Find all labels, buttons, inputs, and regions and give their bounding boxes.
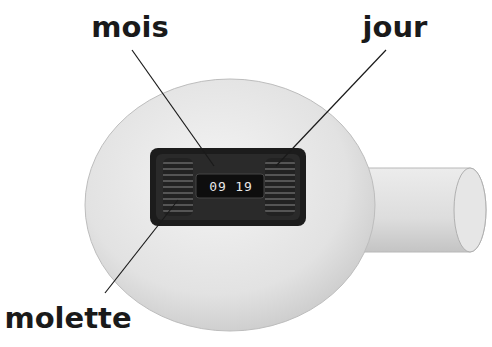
display-digits: 09 — [209, 179, 227, 194]
display-digits: 19 — [235, 179, 253, 194]
part-name: molette — [4, 301, 131, 335]
part-name: jour — [363, 10, 428, 44]
part-name: mois — [91, 10, 168, 44]
